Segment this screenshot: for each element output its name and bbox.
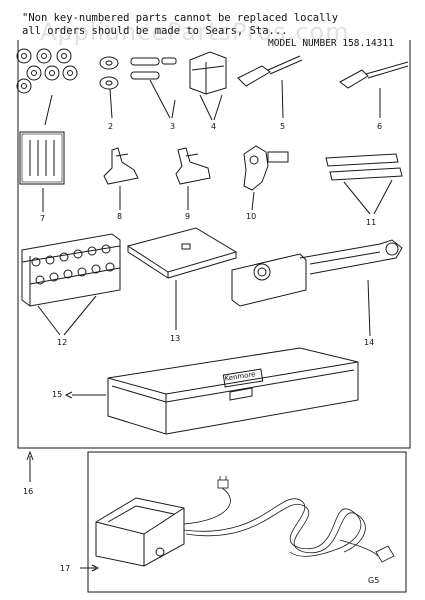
callout-8: 8 — [117, 212, 123, 221]
callout-5: 5 — [280, 122, 286, 131]
screwdriver-large-part — [237, 55, 303, 119]
foot-control-frame — [87, 451, 407, 593]
callout-14: 14 — [364, 338, 375, 347]
spool-pins-part — [130, 57, 177, 119]
accessory-case-part — [64, 347, 359, 435]
callout-3: 3 — [170, 122, 176, 131]
callout-7: 7 — [40, 214, 46, 223]
diagram-border — [17, 40, 411, 449]
bobbins-part — [16, 48, 78, 94]
callout-13: 13 — [170, 334, 181, 343]
darning-plate-part — [126, 227, 238, 330]
callout-17: 17 — [60, 564, 71, 573]
callout-10: 10 — [246, 212, 257, 221]
foot-control-cord — [183, 476, 395, 563]
callout-9: 9 — [185, 212, 191, 221]
presser-foot-part — [103, 147, 139, 210]
callout-4: 4 — [211, 122, 217, 131]
foot-control-part — [80, 497, 185, 572]
figure-code: G5 — [368, 576, 380, 585]
header-note-line1: "Non key-numbered parts cannot be replac… — [22, 12, 339, 24]
seam-guide-part — [189, 51, 227, 121]
header-note-line2: all orders should be made to Sears, Sta.… — [22, 25, 288, 37]
buttonholer-part — [231, 239, 403, 337]
callout-2: 2 — [108, 122, 114, 131]
screwdriver-small-part — [339, 61, 409, 118]
callout-16: 16 — [23, 487, 34, 496]
watermark-logo: AppliancePartsPros.com — [40, 18, 350, 46]
callout-6: 6 — [377, 122, 383, 131]
callout-15: 15 — [52, 390, 63, 399]
zipper-foot-part — [175, 147, 211, 210]
cams-tray-part — [21, 233, 121, 336]
model-number: MODEL NUMBER 158.14311 — [268, 38, 394, 49]
callout-11: 11 — [366, 218, 377, 227]
felt-washers-part — [99, 56, 119, 119]
needle-pack-part — [19, 94, 65, 212]
callout-12: 12 — [57, 338, 68, 347]
buttonhole-foot-part — [243, 145, 289, 211]
tubes-part — [325, 153, 403, 215]
